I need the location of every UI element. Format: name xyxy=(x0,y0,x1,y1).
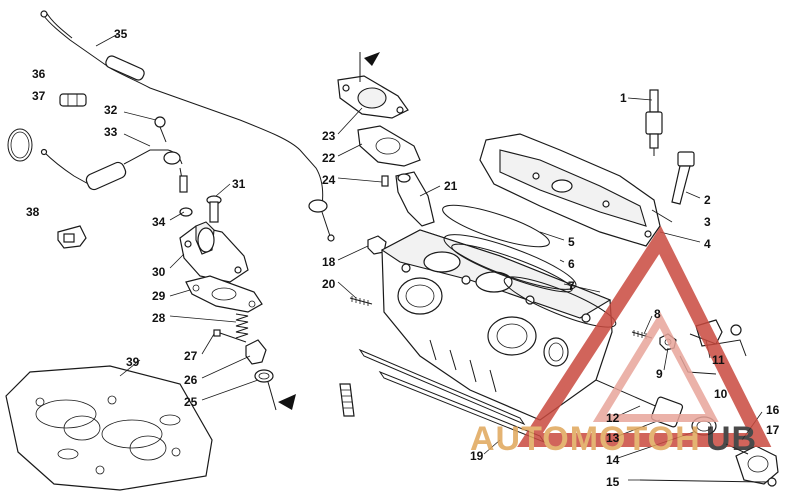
callout-19: 19 xyxy=(470,449,484,463)
callout-10: 10 xyxy=(714,387,728,401)
short-stud-drawing xyxy=(349,296,373,306)
pin-drawing xyxy=(381,175,389,187)
callout-2: 2 xyxy=(704,193,711,207)
housing-cover-drawing xyxy=(337,52,409,119)
gasket-kit-drawing xyxy=(5,365,213,491)
callout-14: 14 xyxy=(606,453,620,467)
callout-5: 5 xyxy=(568,235,575,249)
callout-23: 23 xyxy=(322,129,336,143)
callout-6: 6 xyxy=(568,257,575,271)
callout-labels: 1 2 3 4 5 6 7 8 9 10 11 12 13 14 15 16 1… xyxy=(26,27,780,489)
valve-housing-drawing xyxy=(395,171,435,227)
housing-gasket-drawing xyxy=(357,125,421,167)
callout-3: 3 xyxy=(704,215,711,229)
clip-drawing xyxy=(59,93,87,107)
callout-21: 21 xyxy=(444,179,458,193)
callout-28: 28 xyxy=(152,311,166,325)
callout-26: 26 xyxy=(184,373,198,387)
seal-drawing xyxy=(254,369,296,411)
actuator-cable-drawing xyxy=(40,148,188,193)
gaskets-drawing xyxy=(442,204,617,328)
callout-37: 37 xyxy=(32,89,46,103)
small-bolt-drawing xyxy=(213,329,247,343)
cable-adjuster-drawing xyxy=(154,116,167,143)
callout-30: 30 xyxy=(152,265,166,279)
long-stud-drawing xyxy=(339,383,355,417)
bolt-drawing xyxy=(206,195,222,223)
head-bolt-drawing xyxy=(671,151,695,205)
callout-32: 32 xyxy=(104,103,118,117)
callout-1: 1 xyxy=(620,91,627,105)
callout-16: 16 xyxy=(766,403,780,417)
callout-31: 31 xyxy=(232,177,246,191)
callout-29: 29 xyxy=(152,289,166,303)
callout-24: 24 xyxy=(322,173,336,187)
cable-tie-drawing xyxy=(7,128,33,162)
callout-9: 9 xyxy=(656,367,663,381)
callout-8: 8 xyxy=(654,307,661,321)
holder-drawing xyxy=(57,225,87,249)
spark-plug-drawing xyxy=(645,89,663,156)
watermark-text-left: AUTOMOTOH xyxy=(470,420,701,458)
plate-gasket-drawing xyxy=(185,275,263,313)
watermark-text-right: UB xyxy=(706,420,757,458)
bracket-drawing xyxy=(245,339,267,365)
callout-36: 36 xyxy=(32,67,46,81)
washer-drawing xyxy=(179,207,193,217)
callout-39: 39 xyxy=(126,355,140,369)
callout-38: 38 xyxy=(26,205,40,219)
callout-27: 27 xyxy=(184,349,198,363)
cylinder-head-drawing xyxy=(380,229,613,421)
callout-34: 34 xyxy=(152,215,166,229)
callout-25: 25 xyxy=(184,395,198,409)
callout-18: 18 xyxy=(322,255,336,269)
callout-13: 13 xyxy=(606,431,620,445)
head-cover-drawing xyxy=(479,133,661,247)
callout-7: 7 xyxy=(568,279,575,293)
callout-15: 15 xyxy=(606,475,620,489)
callout-4: 4 xyxy=(704,237,711,251)
spring-drawing xyxy=(235,313,249,339)
actuator-housing-drawing xyxy=(179,221,249,283)
watermark: AUTOMOTOH UB xyxy=(470,225,772,458)
callout-35: 35 xyxy=(114,27,128,41)
callout-12: 12 xyxy=(606,411,620,425)
callout-11: 11 xyxy=(712,353,725,367)
callout-17: 17 xyxy=(766,423,780,437)
callout-20: 20 xyxy=(322,277,336,291)
callout-33: 33 xyxy=(104,125,118,139)
control-cable-drawing xyxy=(40,10,335,242)
callout-22: 22 xyxy=(322,151,336,165)
